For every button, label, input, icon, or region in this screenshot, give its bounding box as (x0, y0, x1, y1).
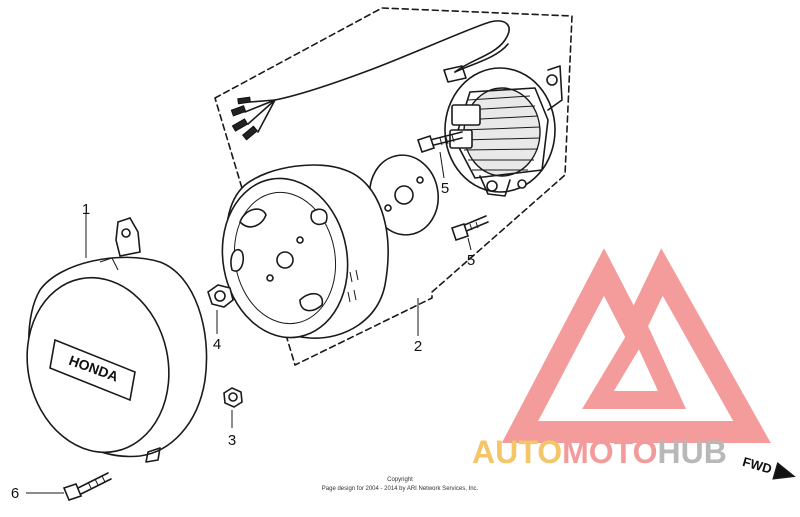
watermark-brand-b: MOTO (562, 434, 657, 470)
copyright-line-2: Page design for 2004 - 2014 by ARI Netwo… (322, 486, 479, 492)
flange-nut (207, 284, 234, 308)
watermark-brand-a: AUTO (472, 434, 562, 470)
svg-text:AUTOMOTOHUB: AUTOMOTOHUB (472, 434, 727, 470)
watermark-text: AUTOMOTOHUB (472, 434, 727, 470)
callout-1: 1 (82, 201, 90, 218)
leader-lines (26, 151, 472, 494)
fwd-label: FWD (741, 454, 774, 477)
watermark-brand-c: HUB (657, 434, 726, 470)
flywheel-rotor (221, 164, 389, 339)
bolt-upper (416, 131, 463, 154)
bolt-lower (450, 215, 489, 242)
callout-5-upper: 5 (441, 180, 449, 197)
callout-5-lower: 5 (467, 252, 475, 269)
callout-3: 3 (228, 432, 236, 449)
assembly-boundary (214, 7, 573, 366)
callout-2: 2 (414, 338, 422, 355)
cover-bolt (62, 472, 112, 501)
callout-6: 6 (11, 485, 19, 502)
copyright-line-1: Copyright (387, 477, 413, 483)
fwd-arrow: FWD (741, 454, 796, 480)
watermark-logo (501, 248, 771, 443)
callout-4: 4 (213, 336, 221, 353)
generator-cover: HONDA (26, 217, 208, 463)
nut (223, 387, 243, 408)
stator-assembly (230, 20, 563, 197)
